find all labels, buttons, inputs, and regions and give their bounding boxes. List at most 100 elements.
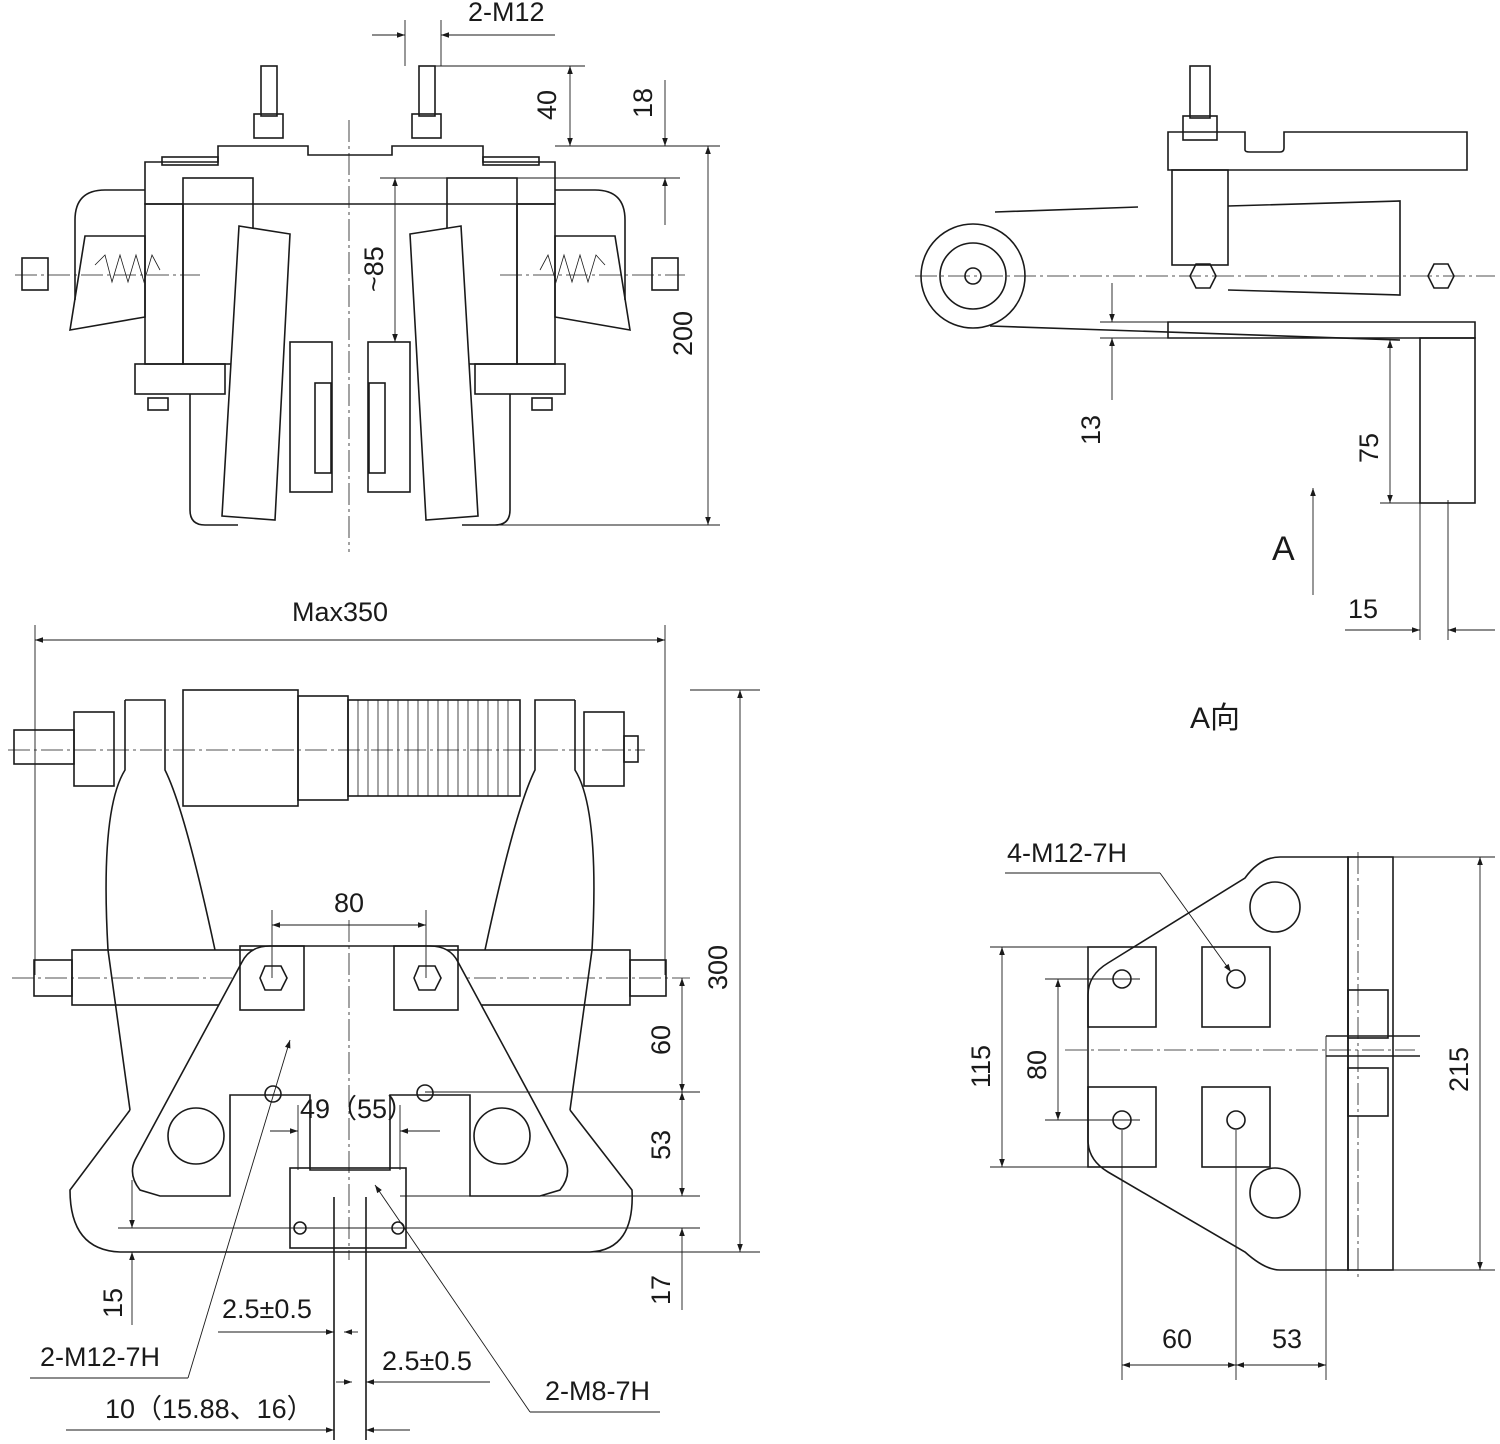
caliper-base [69,1109,633,1253]
top-view: Max350 [8,597,760,1440]
thread-4-m12-label: 4-M12-7H [1007,838,1127,868]
dim-80-top: 80 [334,888,364,918]
guide-right [367,341,411,493]
a-pad-tr [1201,946,1271,1028]
spring-right [539,253,606,284]
actuator-body [182,689,299,807]
dim-75: 75 [1354,433,1384,463]
dim-60-top: 60 [646,1025,676,1055]
washer-left [161,156,219,166]
nut-right [411,113,442,139]
adjust-nut-left [21,257,49,291]
thread-m12-label: 2-M12-7H [40,1342,160,1372]
guard-left [189,394,238,526]
shoe-left [221,225,291,521]
hex-bolt-right [1427,263,1455,289]
shaft-end-left [13,729,75,765]
pin-right [473,1107,531,1165]
roller-inner [939,242,1007,310]
liner-right [368,382,386,474]
dim-115: 115 [966,1045,996,1088]
dim-17: 17 [646,1275,676,1305]
shoe-right [409,225,479,521]
a-view-plate [1087,856,1349,1271]
u-bolt-right [555,189,626,300]
rail [333,1197,367,1440]
leader [1159,872,1232,973]
hex-bolt [1189,263,1217,289]
thread-m8-label: 2-M8-7H [545,1376,650,1406]
dim-15-top: 15 [98,1288,128,1318]
dim-49-55: 49（55） [300,1094,414,1124]
housing-right [516,203,556,365]
dim-13: 13 [1076,415,1106,445]
dim-300: 300 [703,945,733,990]
arm-left [105,699,216,1111]
dim-40: 40 [532,90,562,120]
a-roller-top [1347,989,1389,1039]
bellows [347,699,521,797]
hole-m12-right [416,1084,434,1102]
a-pin-bottom [1249,1167,1301,1219]
dim-53-a: 53 [1272,1324,1302,1354]
guide-left [289,341,333,493]
pin-left [167,1107,225,1165]
a-rail [1326,1035,1420,1057]
housing-left [144,203,184,365]
a-pin-top [1249,881,1301,933]
top-bridge [144,145,556,205]
side-top-plate [1167,131,1468,171]
bolt-left [147,397,169,411]
liner-left [314,382,332,474]
view-arrow-a: A [1272,530,1295,568]
side-shoe [1419,337,1476,504]
caliper-plate [131,945,569,1197]
a-view-title: A向 [1190,702,1240,735]
adjust-nut-right [651,257,679,291]
side-bottom-plate [1167,321,1476,339]
stud-left [260,65,278,117]
side-view: 13 75 A 15 [915,65,1495,640]
dim-18: 18 [628,88,658,118]
spring-bracket-right [554,235,631,331]
nut-tr [413,965,442,991]
front-view: 2-M12 40 18 ~85 200 [15,0,720,552]
hole-m12-left [264,1085,282,1103]
dim-200: 200 [668,311,698,356]
base-left [134,363,226,395]
dim-60-a: 60 [1162,1324,1192,1354]
a-hole [1226,969,1246,989]
shaft-end-right [623,735,639,763]
washer-right [482,156,540,166]
a-hole [1226,1110,1246,1130]
a-shoe [1347,856,1394,1271]
leader [374,1184,531,1413]
a-pad-tl [1087,946,1157,1028]
arm-right [484,699,595,1111]
center-block [289,1167,407,1249]
stud-right [418,65,436,117]
dim-215: 215 [1444,1047,1474,1092]
dim-80-a: 80 [1022,1050,1052,1080]
dim-2-m12: 2-M12 [468,0,545,27]
leader [187,1039,291,1379]
nut-tl [259,965,288,991]
side-body [1227,200,1401,296]
dim-max350: Max350 [292,597,388,627]
side-stud [1189,65,1211,119]
collar-left [73,711,115,787]
side-clamp [1171,169,1229,266]
spring-bracket-left [69,235,146,331]
gap-dim-2: 2.5±0.5 [382,1346,472,1376]
nut-left [253,113,284,139]
dim-53-top: 53 [646,1130,676,1160]
actuator-collar [297,695,349,801]
base-right [474,363,566,395]
dim-85: ~85 [359,246,389,292]
bellows-ribs [357,700,509,796]
spring-left [94,253,161,284]
a-roller-bottom [1347,1067,1389,1117]
bolt-right [531,397,553,411]
